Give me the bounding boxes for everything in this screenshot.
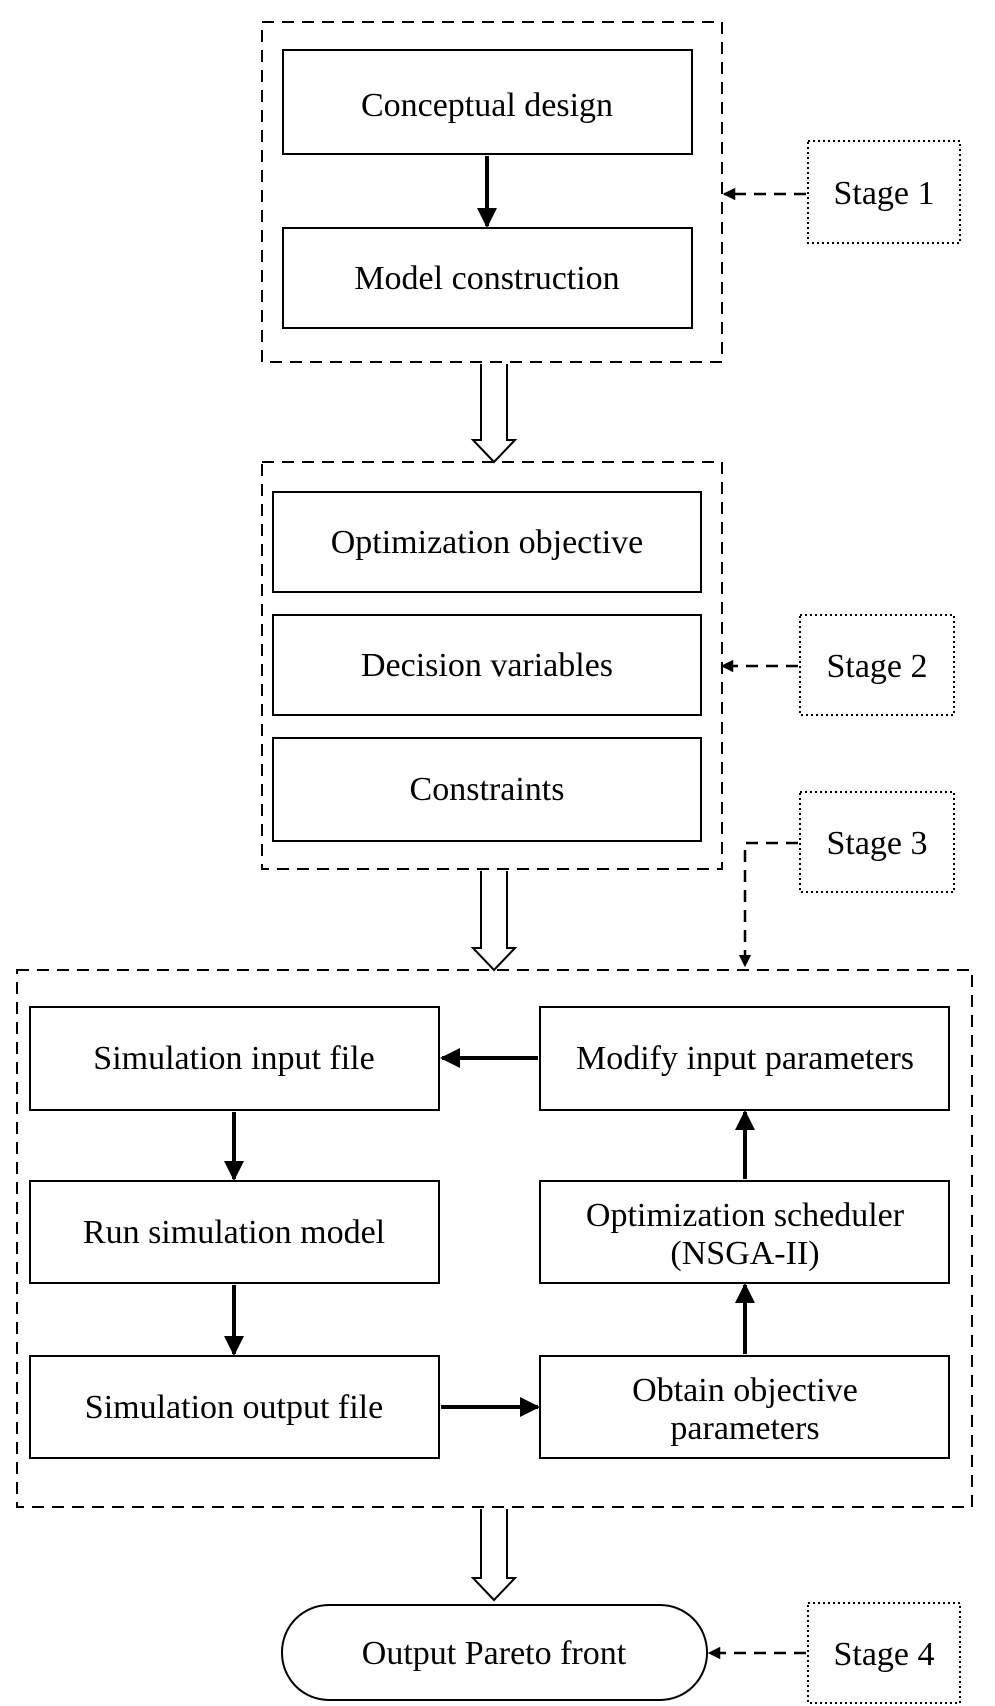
node-simulation-output-file: Simulation output file [29, 1355, 440, 1459]
obtain-objective-label-line1: Obtain objective [632, 1372, 858, 1409]
node-output-pareto-front: Output Pareto front [281, 1604, 708, 1701]
conceptual-design-label: Conceptual design [361, 87, 613, 124]
node-decision-variables: Decision variables [272, 614, 702, 716]
hollow-arrow-stage3-to-output [470, 1509, 518, 1602]
model-construction-label: Model construction [354, 260, 619, 297]
stage1-label-box: Stage 1 [807, 140, 961, 244]
stage2-label: Stage 2 [826, 648, 927, 685]
stage4-label: Stage 4 [833, 1636, 934, 1673]
node-obtain-objective-parameters: Obtain objective parameters [539, 1355, 950, 1459]
optimization-objective-label: Optimization objective [331, 524, 644, 561]
node-optimization-objective: Optimization objective [272, 491, 702, 593]
node-run-simulation-model: Run simulation model [29, 1180, 440, 1284]
stage3-group-frame [16, 969, 973, 1508]
stage3-label: Stage 3 [826, 825, 927, 862]
node-simulation-input-file: Simulation input file [29, 1006, 440, 1111]
node-conceptual-design: Conceptual design [282, 49, 693, 155]
node-constraints: Constraints [272, 737, 702, 842]
hollow-arrow-stage2-to-stage3 [470, 871, 518, 972]
stage3-pointer-arrow [738, 841, 798, 968]
constraints-label: Constraints [410, 771, 565, 808]
simulation-input-file-label: Simulation input file [93, 1040, 374, 1077]
optimization-scheduler-label-line2: (NSGA-II) [670, 1235, 819, 1272]
stage1-label: Stage 1 [833, 175, 934, 212]
output-pareto-front-label: Output Pareto front [362, 1635, 627, 1672]
stage3-label-box: Stage 3 [799, 791, 955, 893]
hollow-arrow-stage1-to-stage2 [470, 364, 518, 464]
node-modify-input-parameters: Modify input parameters [539, 1006, 950, 1111]
obtain-objective-label-line2: parameters [670, 1410, 819, 1447]
modify-input-parameters-label: Modify input parameters [576, 1040, 914, 1077]
stage1-group-frame [261, 21, 723, 363]
run-simulation-model-label: Run simulation model [83, 1214, 385, 1251]
decision-variables-label: Decision variables [361, 647, 613, 684]
node-optimization-scheduler: Optimization scheduler (NSGA-II) [539, 1180, 950, 1284]
node-model-construction: Model construction [282, 227, 693, 329]
simulation-output-file-label: Simulation output file [85, 1389, 383, 1426]
stage4-label-box: Stage 4 [807, 1602, 961, 1704]
optimization-scheduler-label-line1: Optimization scheduler [586, 1197, 905, 1234]
stage2-label-box: Stage 2 [799, 614, 955, 716]
